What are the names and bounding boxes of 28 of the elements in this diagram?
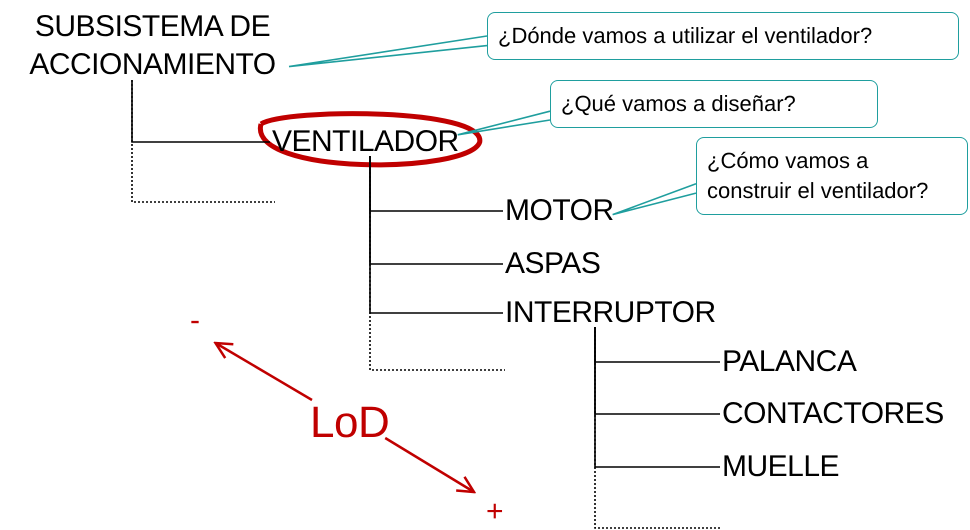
arrow <box>384 436 476 494</box>
tree-label: VENTILADOR <box>272 124 459 160</box>
tree-label: PALANCA <box>722 344 856 380</box>
callout-box <box>696 137 968 215</box>
tree-label: ASPAS <box>505 246 600 282</box>
connector-line <box>131 80 270 143</box>
callout-pointer <box>456 110 551 136</box>
callout-text: ¿Qué vamos a diseñar? <box>561 91 796 116</box>
arrow <box>214 342 313 402</box>
connector-line <box>594 327 720 468</box>
callout-text: ¿Cómo vamos a construir el ventilador? <box>707 148 928 203</box>
callout-text: ¿Dónde vamos a utilizar el ventilador? <box>498 23 872 48</box>
dotted-line <box>131 80 275 203</box>
dotted-line <box>369 156 505 371</box>
sign-label: - <box>190 303 200 339</box>
sign-label: + <box>486 494 504 530</box>
tree-label: MUELLE <box>722 449 840 485</box>
tree-label: SUBSISTEMA DE ACCIONAMIENTO <box>15 8 290 84</box>
callout-pointer <box>288 35 488 68</box>
lod-label: LoD <box>310 398 390 448</box>
tree-label: INTERRUPTOR <box>505 295 716 331</box>
tree-label: MOTOR <box>505 193 614 229</box>
tree-label: CONTACTORES <box>722 396 944 432</box>
callout-box <box>550 80 878 128</box>
dotted-line <box>594 327 720 529</box>
callout-box <box>487 12 959 60</box>
callout-pointer <box>612 183 697 216</box>
connector-line <box>369 156 503 314</box>
